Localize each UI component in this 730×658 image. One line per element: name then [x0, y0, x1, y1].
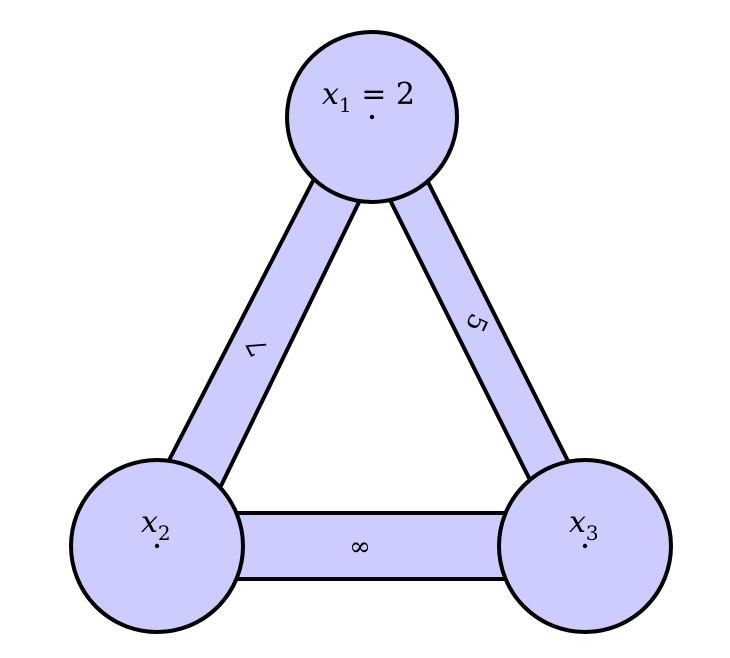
node-var-x3: x	[569, 505, 586, 540]
node-sub-x2: 2	[158, 521, 171, 545]
node-var-x2: x	[141, 505, 158, 540]
edge-x1-x2	[162, 172, 363, 495]
node-label-x2: x2	[141, 505, 171, 545]
node-anchor-dot-x3	[582, 543, 588, 549]
node-x1: x1 = 2	[285, 30, 459, 204]
node-sub-x1: 1	[339, 93, 352, 117]
edge-strip-x1-x2	[162, 172, 363, 495]
node-x2: x2	[69, 458, 245, 634]
node-x3: x3	[497, 458, 673, 634]
node-label-x1: x1 = 2	[322, 77, 415, 117]
node-suffix-x1: = 2	[352, 77, 415, 112]
node-sub-x3: 3	[586, 521, 599, 545]
edge-label-x2-x3: ∞	[349, 532, 371, 562]
node-anchor-dot-x2	[154, 543, 160, 549]
node-var-x1: x	[322, 77, 339, 112]
node-anchor-dot-x1	[369, 114, 375, 120]
node-label-x3: x3	[569, 505, 599, 545]
